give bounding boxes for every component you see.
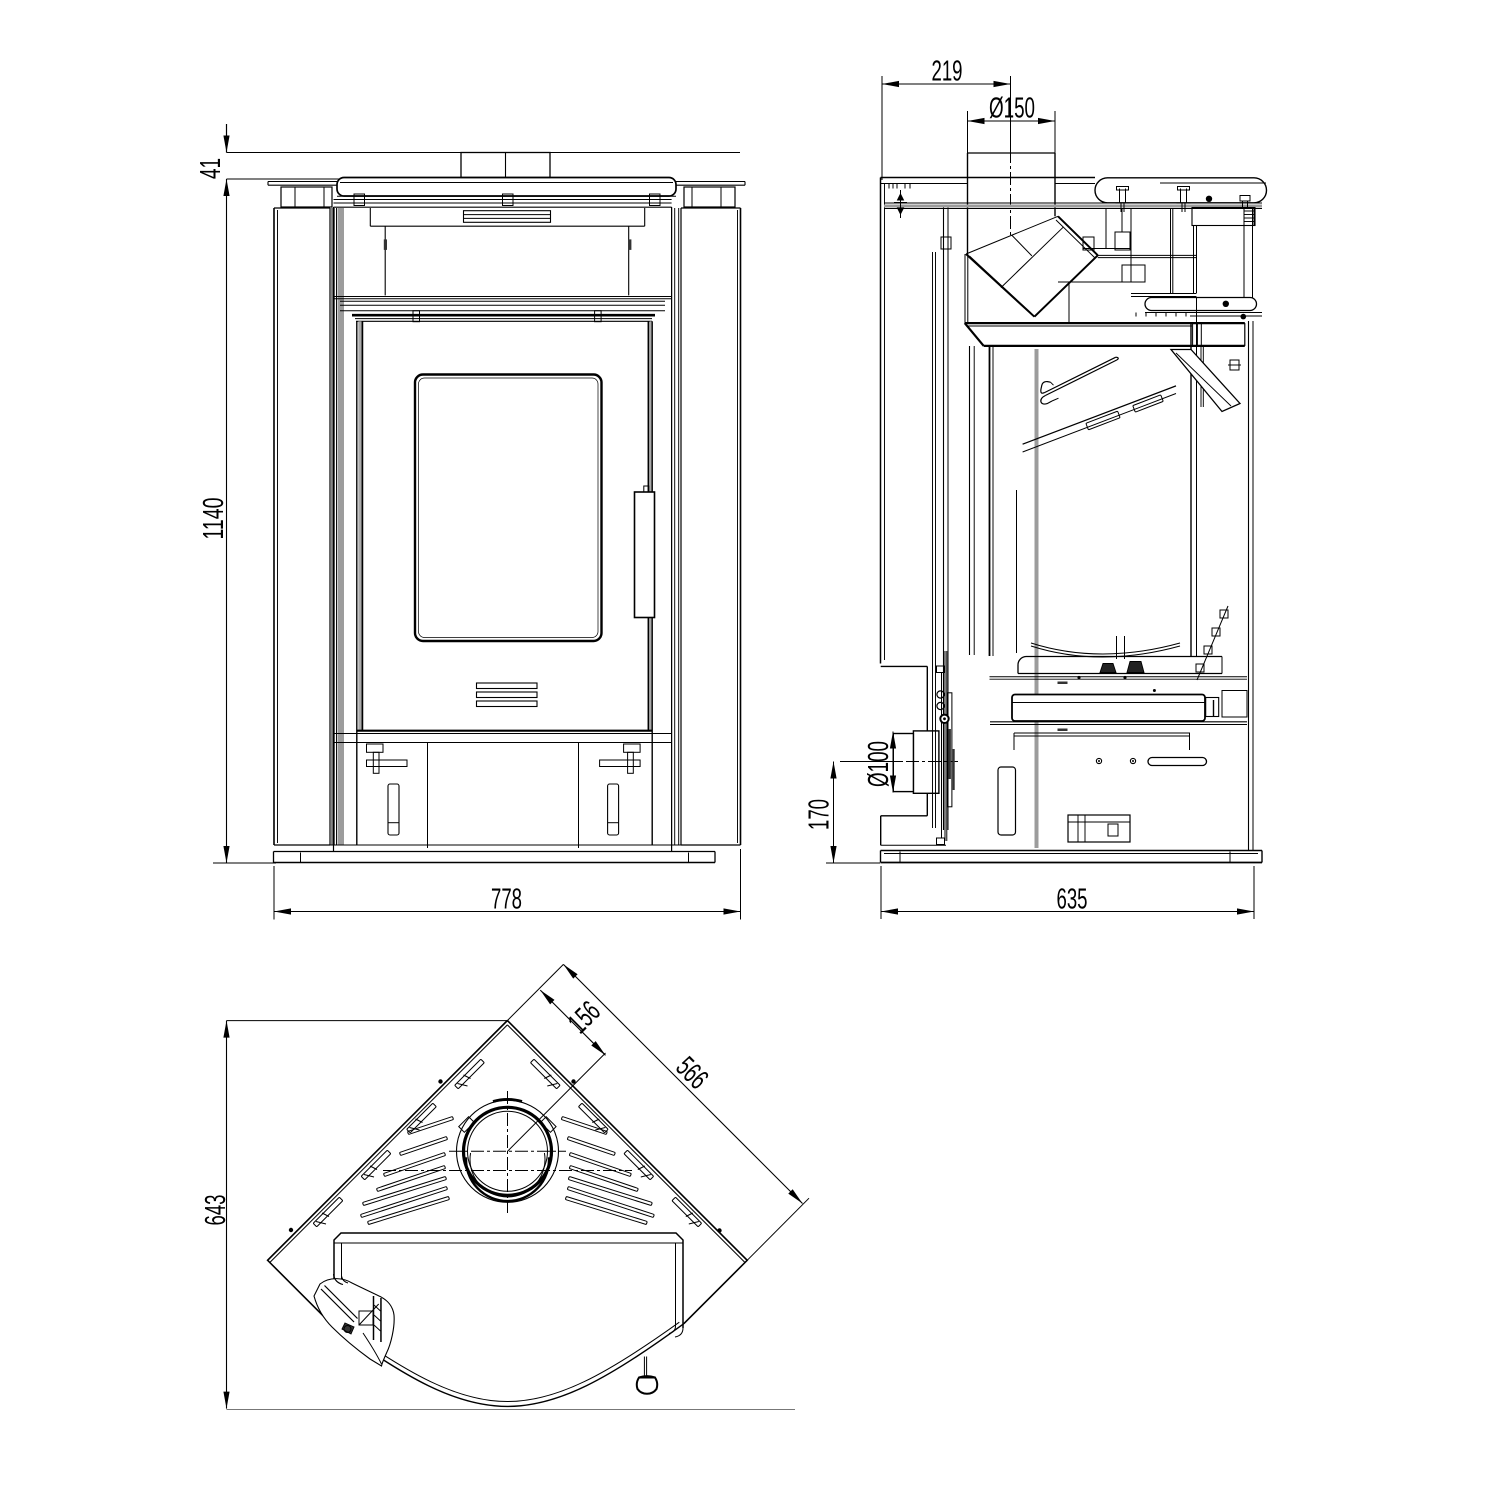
svg-text:170: 170 — [804, 799, 836, 830]
svg-text:41: 41 — [195, 158, 227, 179]
svg-text:1140: 1140 — [198, 498, 230, 540]
svg-text:643: 643 — [200, 1195, 232, 1226]
svg-text:635: 635 — [1057, 884, 1088, 916]
svg-text:219: 219 — [932, 56, 963, 88]
svg-text:Ø150: Ø150 — [989, 93, 1035, 125]
svg-text:Ø100: Ø100 — [863, 741, 895, 787]
svg-text:778: 778 — [491, 884, 522, 916]
